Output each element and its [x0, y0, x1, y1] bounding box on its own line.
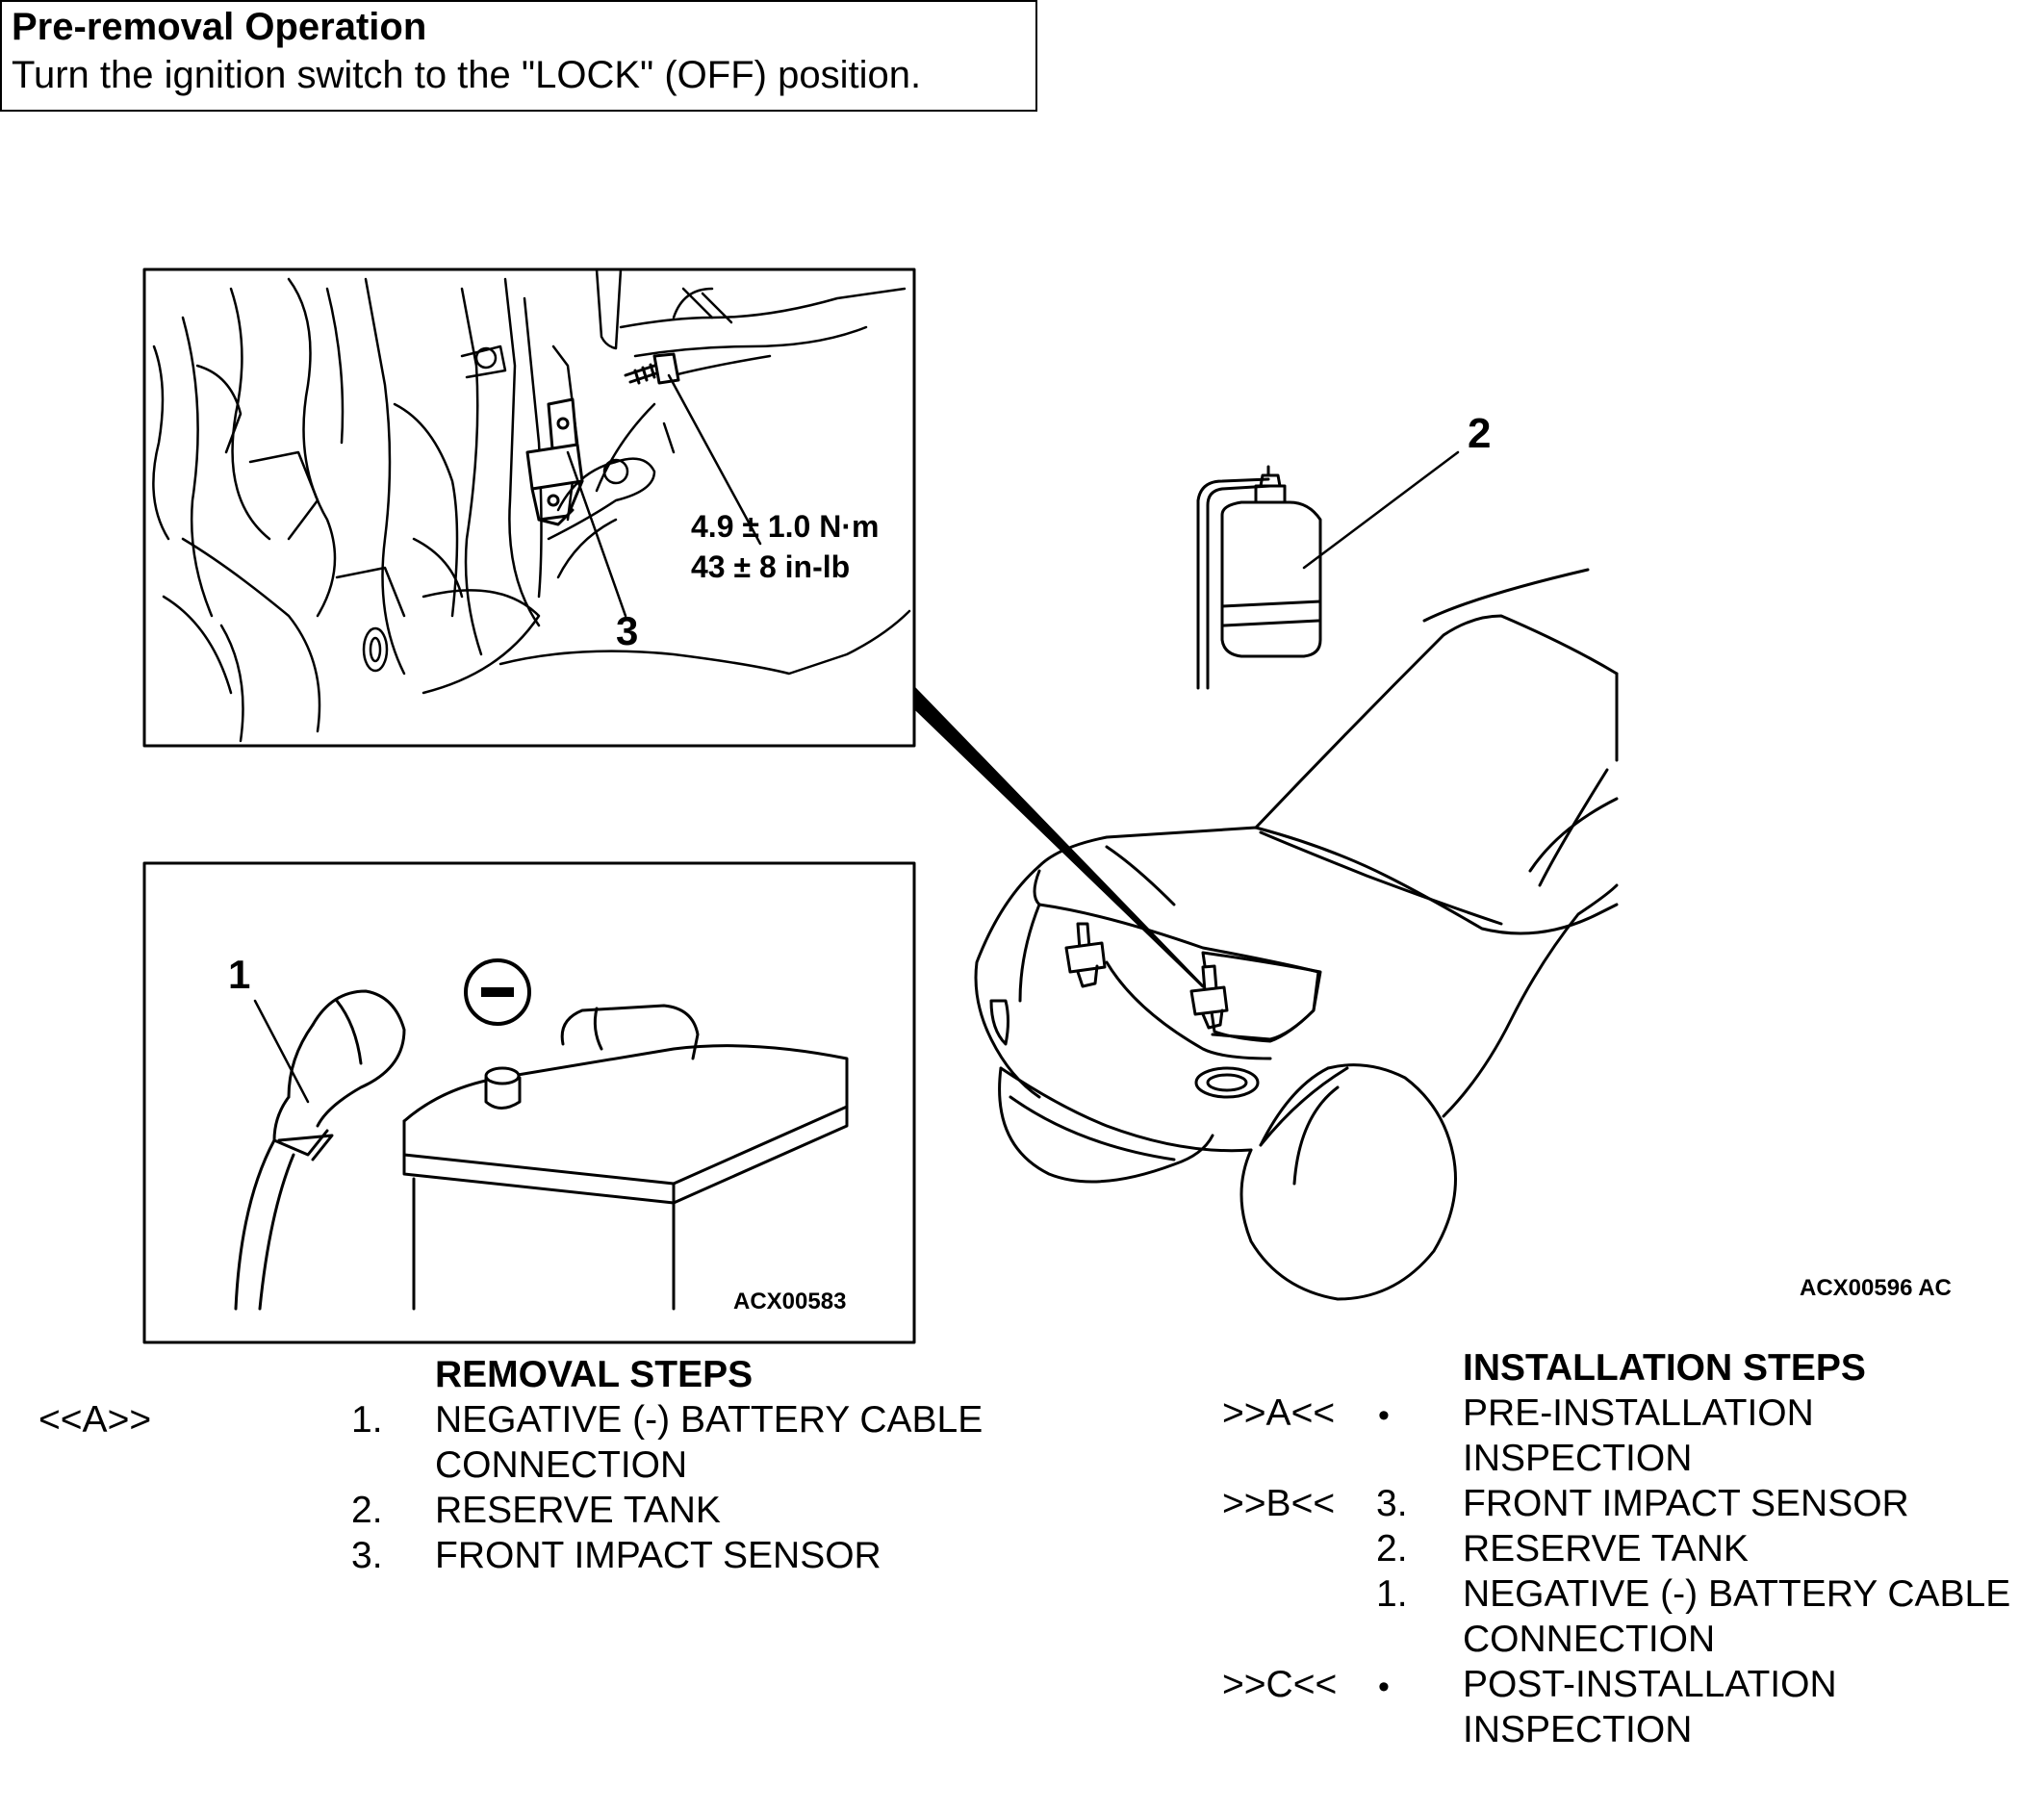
leader-torque	[667, 373, 762, 546]
pre-removal-box: Pre-removal Operation Turn the ignition …	[0, 0, 1037, 112]
installation-step-text: NEGATIVE (-) BATTERY CABLE	[1463, 1573, 2011, 1615]
installation-ref: >>A<<	[1222, 1392, 1336, 1434]
battery-detail-frame	[142, 861, 916, 1344]
reserve-tank-drawing	[1196, 465, 1322, 690]
removal-step-num: 2.	[351, 1490, 383, 1531]
installation-step-num: 3.	[1376, 1483, 1408, 1524]
leader-callout-2	[1302, 450, 1460, 570]
engine-bay-lines	[152, 268, 911, 743]
installation-step-text: CONNECTION	[1463, 1619, 1716, 1660]
pre-removal-title: Pre-removal Operation	[12, 6, 427, 48]
installation-step-text: INSPECTION	[1463, 1438, 1693, 1479]
sensor-bracket-left	[1064, 922, 1107, 988]
figure-code-right: ACX00596 AC	[1800, 1275, 1952, 1301]
installation-step-bullet: •	[1378, 1669, 1390, 1705]
leader-callout-1	[253, 999, 310, 1104]
removal-step-num: 1.	[351, 1399, 383, 1441]
removal-step-text: NEGATIVE (-) BATTERY CABLE	[435, 1399, 984, 1441]
battery-drawing	[402, 1004, 849, 1311]
removal-step-num: 3.	[351, 1535, 383, 1576]
vehicle-front-drawing	[974, 568, 1619, 1301]
installation-step-num: 1.	[1376, 1573, 1408, 1615]
callout-3-label: 3	[616, 608, 638, 653]
removal-ref-a: <<A>>	[38, 1399, 152, 1441]
installation-step-text: FRONT IMPACT SENSOR	[1463, 1483, 1909, 1524]
installation-ref: >>B<<	[1222, 1483, 1336, 1524]
figure-code-left: ACX00583	[733, 1289, 846, 1314]
installation-step-text: INSPECTION	[1463, 1709, 1693, 1750]
removal-step-text: CONNECTION	[435, 1444, 688, 1486]
installation-step-bullet: •	[1378, 1397, 1390, 1434]
leader-callout-3	[566, 450, 627, 618]
detail-pointer-wedge	[912, 686, 1205, 988]
installation-heading: INSTALLATION STEPS	[1463, 1347, 1866, 1389]
installation-step-text: POST-INSTALLATION	[1463, 1664, 1837, 1705]
pre-removal-text: Turn the ignition switch to the "LOCK" (…	[12, 54, 922, 96]
removal-heading: REMOVAL STEPS	[435, 1354, 754, 1395]
sensor-detail-frame	[142, 268, 916, 748]
negative-terminal-symbol	[464, 958, 531, 1026]
removal-step-text: RESERVE TANK	[435, 1490, 721, 1531]
torque-inlb-label: 43 ± 8 in-lb	[691, 549, 850, 584]
removal-step-text: FRONT IMPACT SENSOR	[435, 1535, 881, 1576]
installation-step-num: 2.	[1376, 1528, 1408, 1570]
sensor-bracket-right	[1189, 964, 1229, 1030]
installation-step-text: PRE-INSTALLATION	[1463, 1392, 1814, 1434]
installation-ref: >>C<<	[1222, 1664, 1338, 1705]
callout-1-label: 1	[228, 952, 250, 997]
bolt-detail	[624, 352, 680, 385]
torque-nm-label: 4.9 ± 1.0 N·m	[691, 509, 879, 544]
callout-2-label: 2	[1468, 410, 1491, 457]
installation-step-text: RESERVE TANK	[1463, 1528, 1749, 1570]
battery-cable-drawing	[234, 989, 406, 1311]
